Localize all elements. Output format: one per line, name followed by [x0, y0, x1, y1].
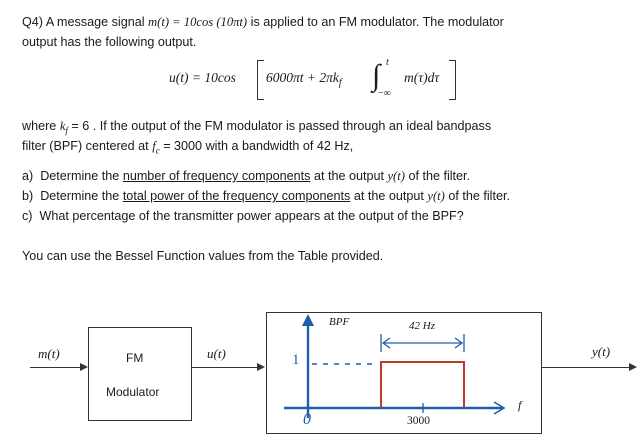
question-line-1: Q4) A message signal m(t) = 10cos (10πt)…: [22, 14, 504, 30]
bandwidth-arrowhead-right: [454, 337, 464, 349]
integral-sign: ∫: [372, 59, 381, 92]
part-b-underlined: total power of the frequency components: [122, 189, 351, 203]
formula-lhs: u(t) = 10cos: [169, 70, 236, 85]
bandwidth-label: 42 Hz: [409, 320, 435, 332]
kf-value: = 6 .: [71, 119, 97, 133]
amplitude-axis-arrowhead: [302, 314, 314, 326]
amplitude-one-label: 1: [292, 352, 300, 368]
bpf-suffix: with a bandwidth of 42 Hz,: [205, 139, 354, 153]
fm-box-label-1: FM: [126, 351, 144, 365]
intro-text-1: A message signal: [45, 15, 145, 29]
message-signal-eq: m(t) = 10cos (10πt): [148, 15, 248, 29]
question-line-2: output has the following output.: [22, 35, 197, 49]
where-text-1: If the output of the FM modulator is pas…: [99, 119, 492, 133]
left-bracket: [257, 60, 264, 100]
where-line-2: filter (BPF) centered at fc = 3000 with …: [22, 138, 353, 159]
input-label: m(t): [38, 346, 60, 361]
formula-term1-wrap: 6000πt + 2πkf: [266, 70, 342, 89]
fc-label: fc: [152, 139, 160, 156]
mid-arrow-line: [192, 367, 260, 368]
output-arrowhead: [629, 363, 637, 371]
integral-lower: −∞: [378, 88, 391, 99]
intro-text-2: is applied to an FM modulator. The modul…: [250, 15, 504, 29]
where-line-1: where kf = 6 . If the output of the FM m…: [22, 118, 491, 139]
part-a-underlined: number of frequency components: [122, 169, 311, 183]
fm-modulator-box: [88, 327, 192, 421]
axis-zero-label: 0: [303, 411, 311, 428]
bessel-note: You can use the Bessel Function values f…: [22, 249, 384, 263]
bpf-title: BPF: [329, 316, 350, 328]
integral-upper: t: [386, 57, 389, 68]
right-bracket: [449, 60, 456, 100]
mid-label: u(t): [207, 346, 226, 361]
bandwidth-arrowhead-left: [381, 337, 391, 349]
bpf-prefix: filter (BPF) centered at: [22, 139, 149, 153]
bpf-box: [266, 312, 542, 434]
mid-arrowhead: [257, 363, 265, 371]
fm-box-label-2: Modulator: [106, 385, 160, 399]
bpf-response-sketch: [284, 314, 506, 418]
fc-value: = 3000: [163, 139, 203, 153]
integrand: m(τ)dτ: [404, 70, 440, 85]
formula-term1: 6000πt + 2πk: [266, 70, 339, 85]
question-number: Q4): [22, 15, 43, 29]
part-c: c) What percentage of the transmitter po…: [22, 209, 464, 223]
formula-kf-sub: f: [338, 77, 342, 89]
kf-label: kf: [59, 119, 68, 136]
output-label: y(t): [592, 344, 611, 359]
frequency-axis-label: f: [518, 398, 522, 412]
part-b: b) Determine the total power of the freq…: [22, 189, 510, 203]
output-arrow-line: [542, 367, 632, 368]
input-arrowhead: [80, 363, 88, 371]
part-a: a) Determine the number of frequency com…: [22, 169, 471, 183]
fm-output-formula: u(t) = 10cos: [169, 70, 236, 86]
center-frequency-label: 3000: [407, 415, 430, 427]
filter-passband: [380, 361, 465, 408]
frequency-axis-arrowhead: [493, 401, 506, 415]
where-prefix: where: [22, 119, 57, 133]
input-arrow-line: [30, 367, 84, 368]
